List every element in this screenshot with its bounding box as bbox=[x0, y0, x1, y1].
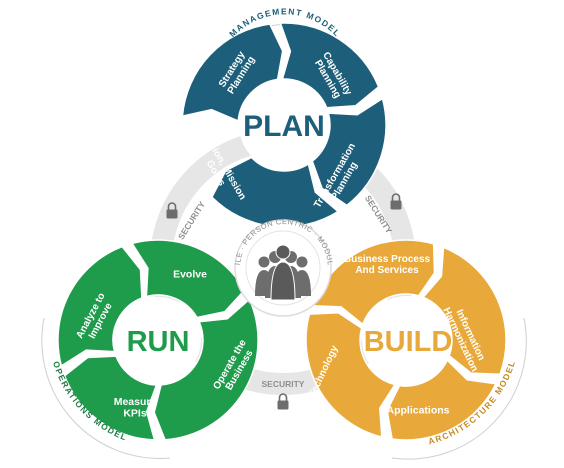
build-segment-label-3-line-1: Applications bbox=[386, 405, 449, 417]
build-segment-2 bbox=[421, 246, 507, 375]
build-segment-3 bbox=[386, 358, 498, 441]
build-segment-4 bbox=[305, 311, 397, 438]
plan-segment-3 bbox=[311, 97, 387, 207]
build-segment-label-1-line-2: And Services bbox=[355, 265, 419, 276]
build-lobe: BUILD bbox=[305, 239, 507, 441]
run-segment-label-1: Evolve bbox=[173, 269, 207, 281]
run-segment-4 bbox=[153, 298, 259, 441]
plan-title: PLAN bbox=[243, 110, 325, 143]
padlock-icon bbox=[390, 193, 402, 210]
run-segment-label-1-line-1: Evolve bbox=[173, 269, 207, 281]
plan-lobe: PLAN bbox=[181, 22, 387, 228]
padlock-icon bbox=[277, 393, 289, 410]
security-label-bottom: SECURITY bbox=[262, 379, 305, 389]
security-bottom: SECURITY bbox=[262, 379, 305, 389]
plan-segment-1 bbox=[181, 23, 284, 123]
build-segment-label-3: Applications bbox=[386, 405, 449, 417]
build-segment-label-1-line-1: Business Process bbox=[344, 254, 431, 265]
plan-segment-2 bbox=[279, 22, 380, 109]
run-segment-2 bbox=[57, 245, 143, 368]
run-title: RUN bbox=[127, 326, 190, 358]
padlock-icon bbox=[166, 202, 178, 219]
run-segment-3 bbox=[63, 355, 158, 441]
build-segment-1 bbox=[310, 239, 436, 326]
people-group-icon bbox=[255, 244, 311, 301]
run-segment-label-3-line-2: KPIs bbox=[123, 407, 147, 419]
run-segment-label-3-line-1: Measure bbox=[114, 396, 157, 408]
build-title: BUILD bbox=[364, 326, 453, 358]
run-lobe: RUN bbox=[57, 239, 259, 441]
